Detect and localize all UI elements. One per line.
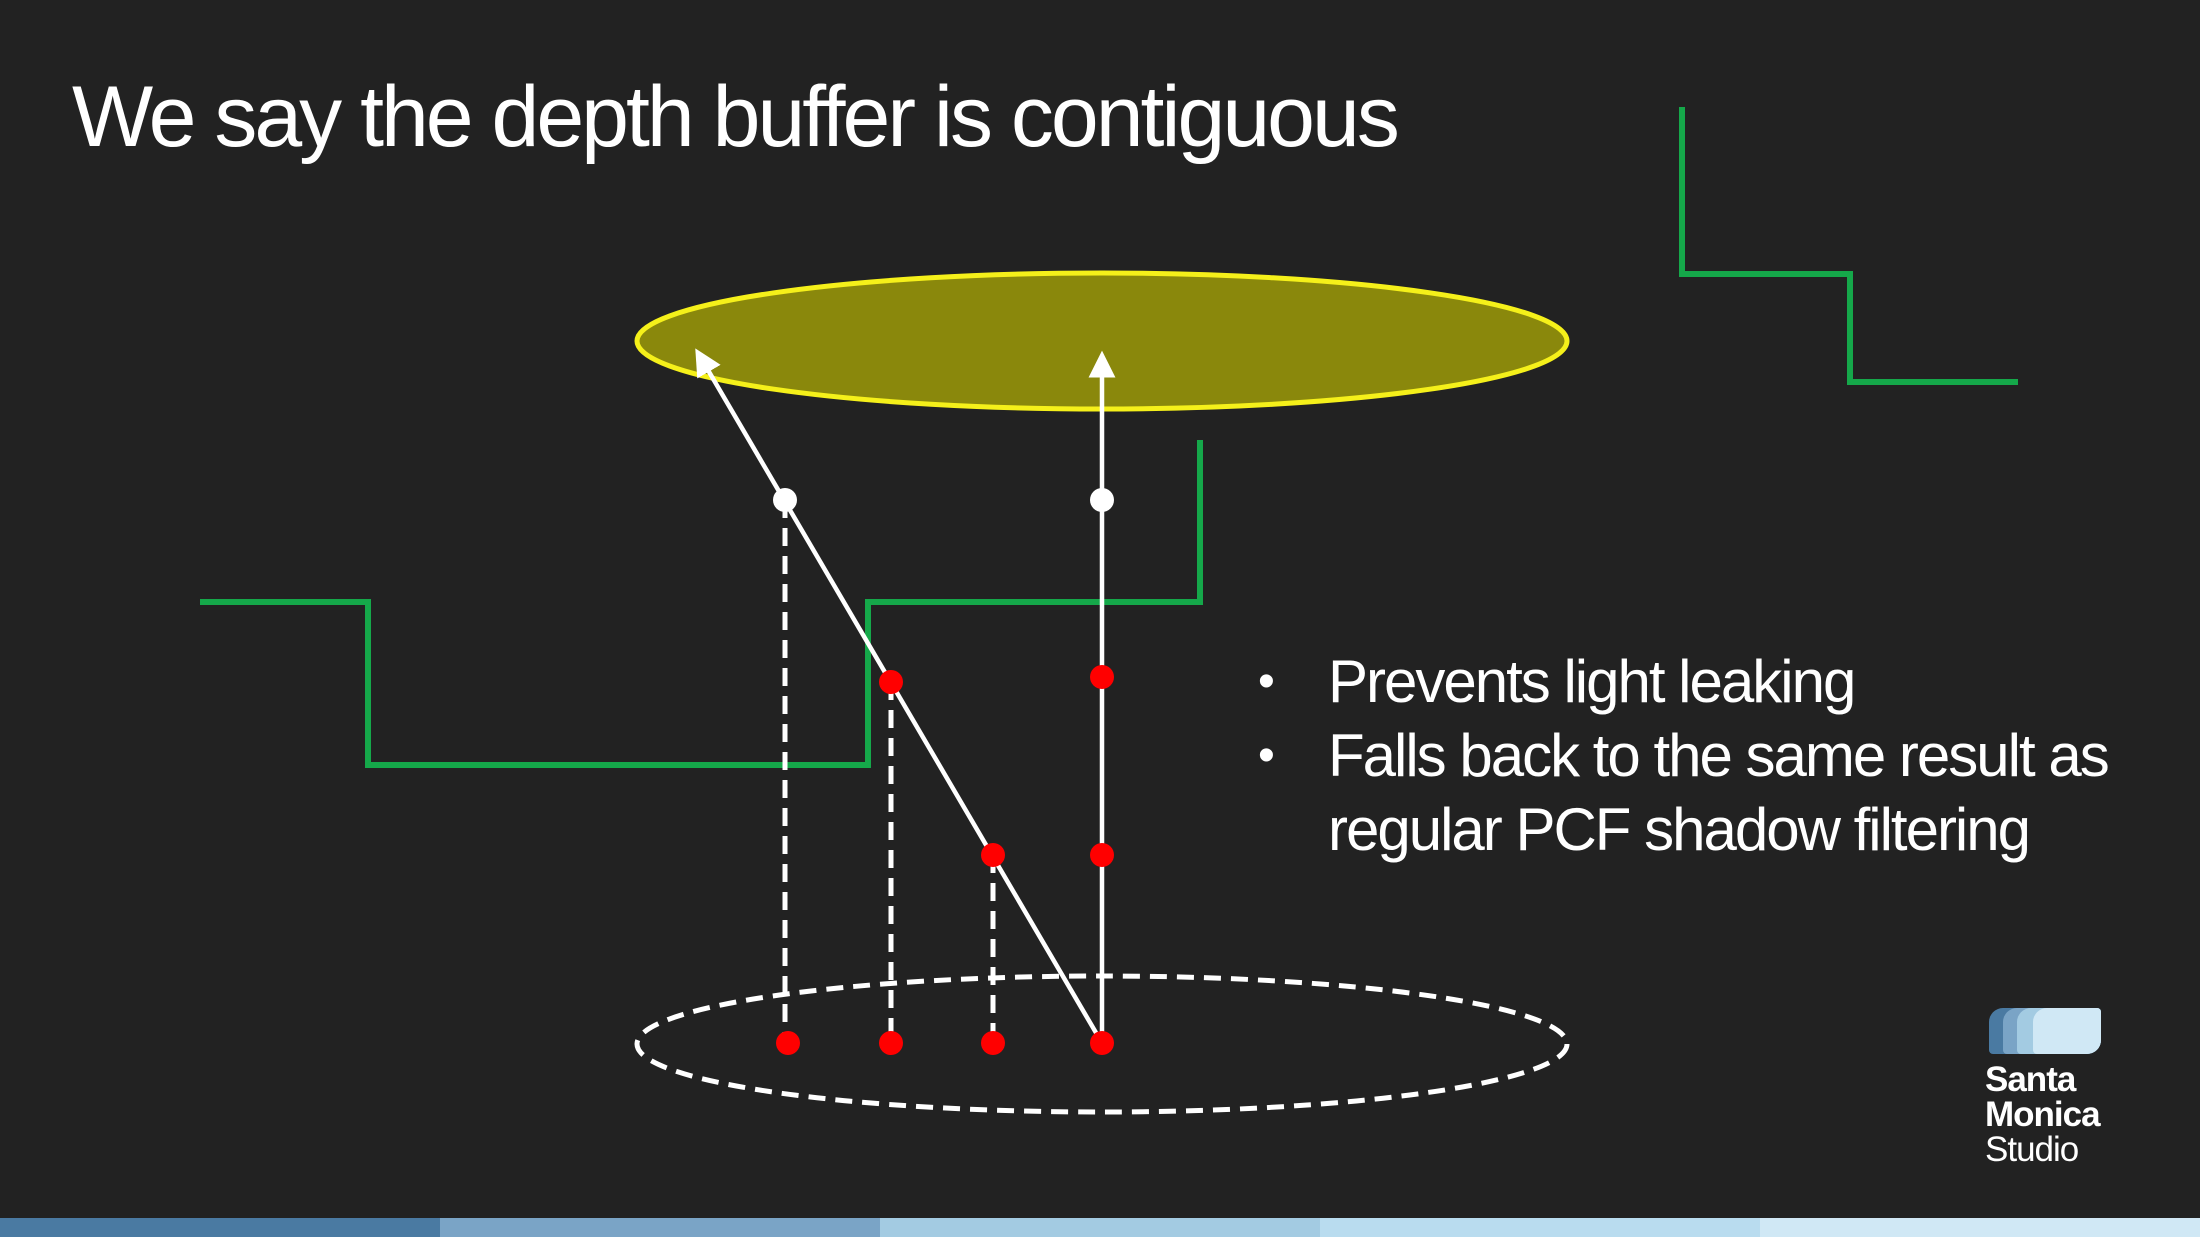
ray-sample-point	[1090, 843, 1114, 867]
occluder-point	[1090, 488, 1114, 512]
ray-sample-point	[879, 670, 903, 694]
slide-title: We say the depth buffer is contiguous	[72, 69, 1400, 165]
ray-sample-point	[981, 843, 1005, 867]
studio-logo: Santa Monica Studio	[1985, 1008, 2135, 1167]
diagonal-ray-arrow	[695, 348, 1104, 1045]
bullet-item: Prevents light leaking	[1258, 645, 2118, 719]
depth-buffer-steps-right	[1679, 107, 2018, 385]
footer-color-band	[0, 1218, 2200, 1237]
logo-line: Monica	[1985, 1095, 2101, 1134]
logo-mark-icon	[1989, 1008, 2101, 1056]
receiver-sample-point	[981, 1031, 1005, 1055]
ray-sample-point	[1090, 665, 1114, 689]
receiver-sample-point	[1090, 1031, 1114, 1055]
logo-line: Santa	[1985, 1060, 2076, 1099]
logo-line: Studio	[1985, 1130, 2079, 1169]
receiver-sample-point	[879, 1031, 903, 1055]
occluder-point	[773, 488, 797, 512]
bullet-list: Prevents light leaking Falls back to the…	[1258, 645, 2118, 867]
depth-buffer-steps	[200, 440, 1203, 768]
bullet-item: Falls back to the same result as regular…	[1258, 719, 2118, 867]
receiver-sample-point	[776, 1031, 800, 1055]
